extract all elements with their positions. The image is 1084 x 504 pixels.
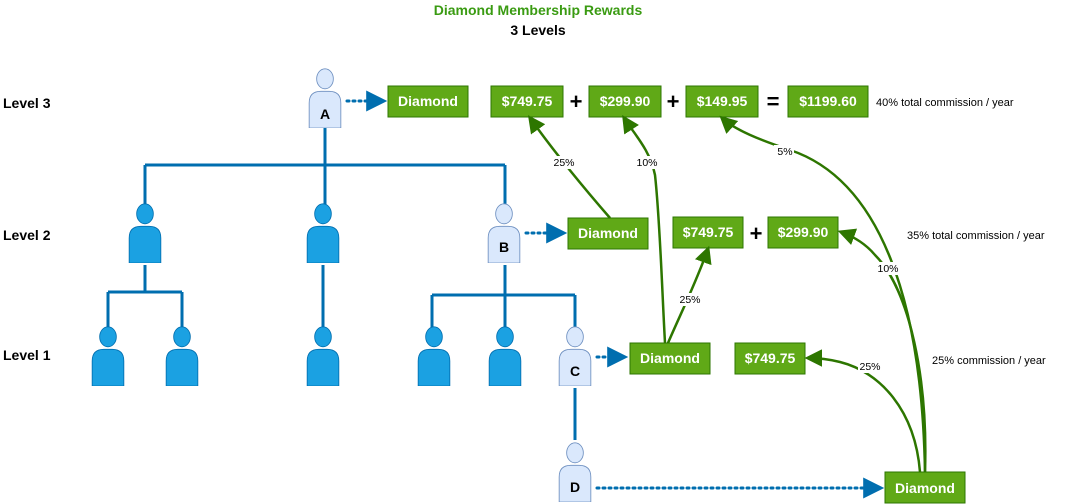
l2-value-1-label: $749.75 xyxy=(683,224,734,240)
percent-label: 25% xyxy=(859,361,880,373)
a-diamond-label: Diamond xyxy=(398,93,458,109)
person-c-label: C xyxy=(570,363,580,379)
d-diamond-box xyxy=(884,471,966,504)
d-to-l1-value-1-arrow xyxy=(804,349,922,473)
d-to-l3-value-3-arrow xyxy=(719,115,927,473)
l1-value-1-label: $749.75 xyxy=(745,350,796,366)
d-diamond-label: Diamond xyxy=(895,480,955,496)
person-d-label: D xyxy=(570,479,580,495)
a-diamond-box xyxy=(387,85,469,118)
plus-sign: + xyxy=(667,89,680,114)
person-icon xyxy=(417,326,451,386)
person-icon xyxy=(91,326,125,386)
b-to-l3-value-1-arrow xyxy=(527,115,611,219)
c-diamond-label: Diamond xyxy=(640,350,700,366)
l3-total-label: $1199.60 xyxy=(799,93,857,109)
level1-commission-note: 25% commission / year xyxy=(932,355,1046,367)
diagram-title: Diamond Membership Rewards xyxy=(434,2,643,18)
percent-label: 10% xyxy=(877,263,898,275)
person-icon xyxy=(306,203,340,263)
l3-value-3-label: $149.95 xyxy=(697,93,748,109)
b-diamond-label: Diamond xyxy=(578,225,638,241)
b-diamond-box xyxy=(567,217,649,250)
percent-label: 10% xyxy=(636,157,657,169)
d-to-l2-value-2-arrow xyxy=(837,228,927,473)
person-b-label: B xyxy=(499,239,509,255)
person-icon xyxy=(165,326,199,386)
person-icon xyxy=(488,326,522,386)
l1-value-1-box xyxy=(734,342,806,375)
level-label-2: Level 2 xyxy=(3,227,51,243)
level3-commission-note: 40% total commission / year xyxy=(876,97,1014,109)
percent-label: 25% xyxy=(553,157,574,169)
level-label-1: Level 1 xyxy=(3,347,51,363)
percent-label: 25% xyxy=(679,294,700,306)
level-label-3: Level 3 xyxy=(3,95,51,111)
plus-sign: + xyxy=(570,89,583,114)
l2-value-1-box xyxy=(672,216,744,249)
person-icon xyxy=(128,203,162,263)
person-icon xyxy=(306,326,340,386)
l3-value-1-box xyxy=(490,85,564,118)
equals-sign: = xyxy=(767,89,780,114)
l3-value-3-box xyxy=(685,85,759,118)
person-a-label: A xyxy=(320,106,330,122)
l2-value-2-label: $299.90 xyxy=(778,224,829,240)
c-to-l3-value-2-arrow xyxy=(622,115,667,344)
tree-connectors xyxy=(106,128,577,440)
diagram-subtitle: 3 Levels xyxy=(510,22,565,38)
plus-sign: + xyxy=(750,221,763,246)
level2-commission-note: 35% total commission / year xyxy=(907,230,1045,242)
c-diamond-box xyxy=(629,342,711,375)
percent-label: 5% xyxy=(777,146,792,158)
l3-value-1-label: $749.75 xyxy=(502,93,553,109)
l3-total-box xyxy=(787,85,869,118)
l2-value-2-box xyxy=(767,216,839,249)
l3-value-2-label: $299.90 xyxy=(600,93,651,109)
